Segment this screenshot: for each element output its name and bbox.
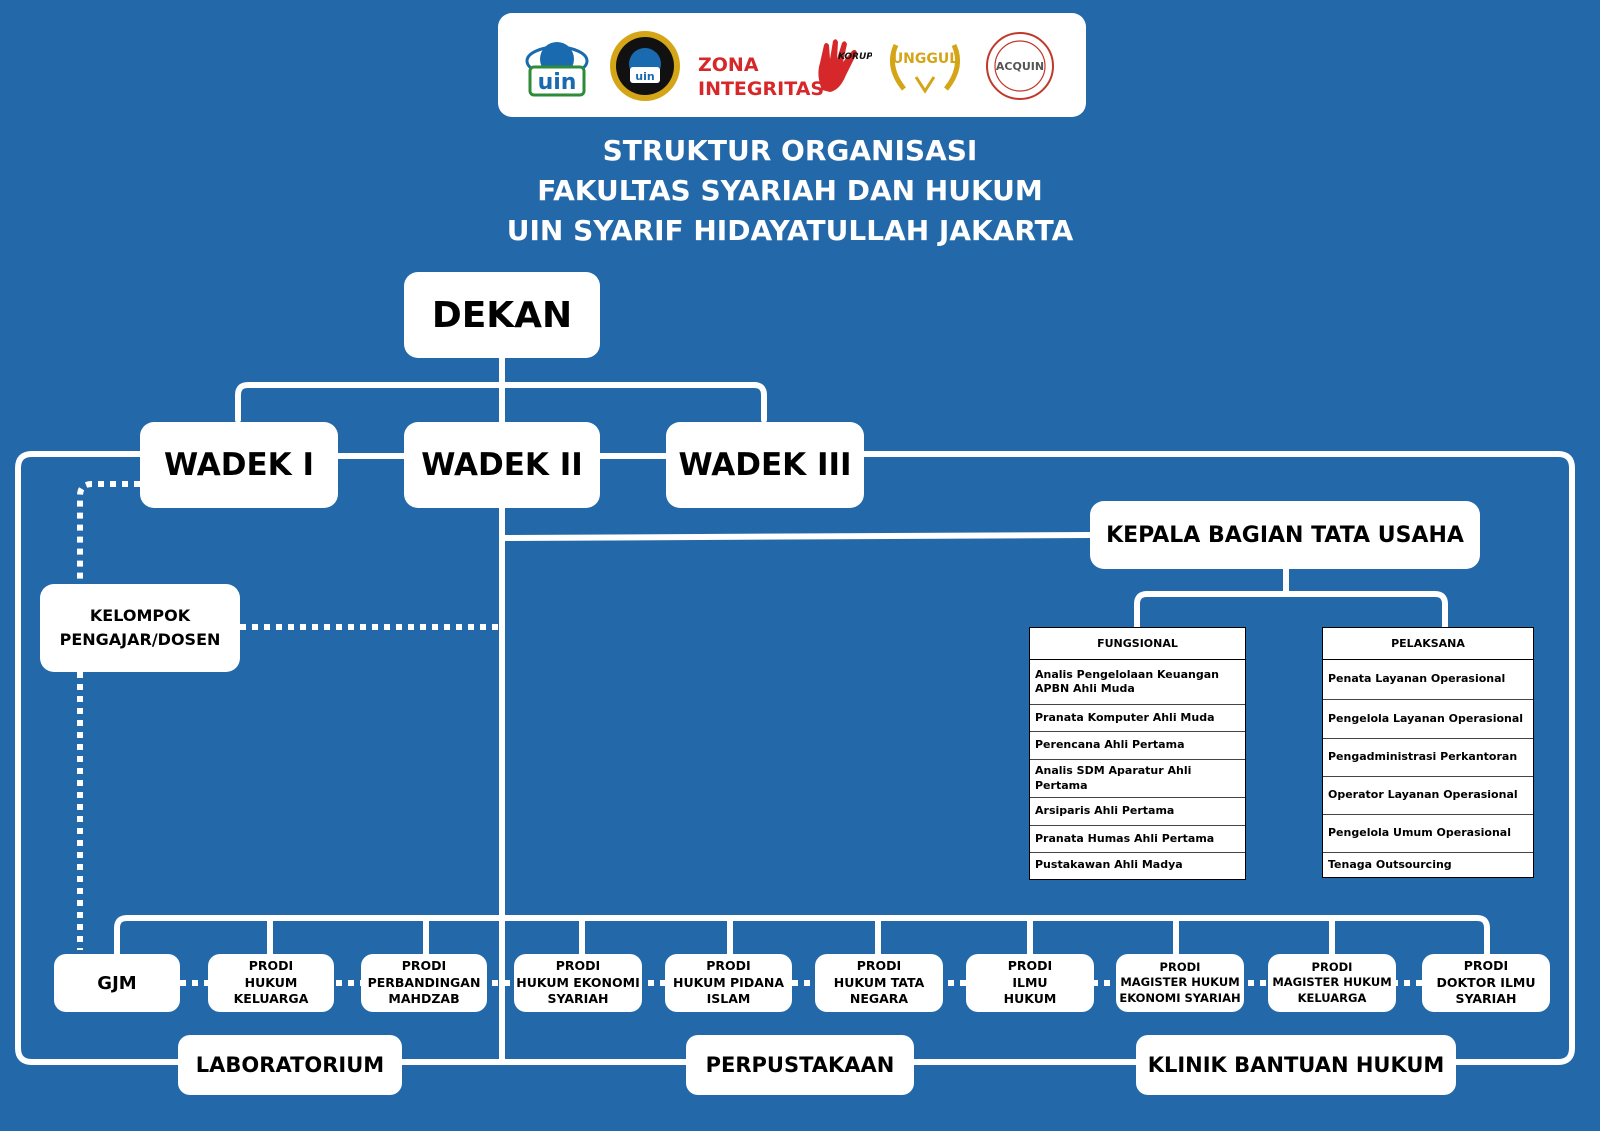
- title-line-1: STRUKTUR ORGANISASI: [602, 134, 978, 167]
- node-laboratorium: LABORATORIUM: [178, 1035, 402, 1095]
- anti-korupsi-hand-icon: KORUPSI: [818, 39, 872, 92]
- seal-text: uin: [635, 70, 654, 83]
- fungsional-item: Perencana Ahli Pertama: [1030, 732, 1245, 760]
- uin-logo-icon: uin: [525, 42, 589, 97]
- node-prodi-magister-hukum-ekonomi-syariah: PRODI MAGISTER HUKUM EKONOMI SYARIAH: [1116, 954, 1244, 1012]
- fungsional-item: Analis Pengelolaan Keuangan APBN Ahli Mu…: [1030, 660, 1245, 705]
- table-pelaksana-header: PELAKSANA: [1323, 628, 1533, 660]
- zona-integritas-logo: ZONA INTEGRITAS: [698, 53, 824, 101]
- table-fungsional: FUNGSIONAL Analis Pengelolaan Keuangan A…: [1029, 627, 1246, 880]
- line-outer-frame: [15, 451, 181, 1065]
- faculty-seal-icon: uin: [610, 31, 680, 101]
- zona-text: ZONA: [698, 54, 759, 76]
- table-pelaksana: PELAKSANA Penata Layanan Operasional Pen…: [1322, 627, 1534, 878]
- pelaksana-item: Penata Layanan Operasional: [1323, 660, 1533, 700]
- acquin-text: ACQUIN: [996, 60, 1044, 73]
- node-perpustakaan: PERPUSTAKAAN: [686, 1035, 914, 1095]
- integritas-text: INTEGRITAS: [698, 78, 825, 100]
- node-prodi-hukum-keluarga: PRODI HUKUM KELUARGA: [208, 954, 334, 1012]
- node-klinik-bantuan-hukum: KLINIK BANTUAN HUKUM: [1136, 1035, 1456, 1095]
- node-prodi-perbandingan-mahdzab: PRODI PERBANDINGAN MAHDZAB: [361, 954, 487, 1012]
- node-prodi-magister-hukum-keluarga: PRODI MAGISTER HUKUM KELUARGA: [1268, 954, 1396, 1012]
- unggul-laurel-icon: UNGGUL: [889, 43, 961, 94]
- korupsi-text: KORUPSI: [838, 52, 872, 62]
- pelaksana-item: Tenaga Outsourcing: [1328, 857, 1452, 871]
- unggul-text: UNGGUL: [892, 51, 958, 67]
- line-prodi-bus: [114, 915, 1490, 957]
- fungsional-item: Pranata Humas Ahli Pertama: [1030, 826, 1245, 853]
- node-wadek-3: WADEK III: [666, 422, 864, 508]
- acquin-seal-icon: ACQUIN: [986, 32, 1054, 100]
- node-prodi-hukum-tata-negara: PRODI HUKUM TATA NEGARA: [815, 954, 943, 1012]
- pelaksana-item: Operator Layanan Operasional: [1323, 777, 1533, 815]
- fungsional-item: Arsiparis Ahli Pertama: [1030, 798, 1245, 826]
- logo-bar: uin uin ZONA INTEGRITAS KORUPSI UNGGUL A…: [498, 13, 1086, 117]
- node-gjm: GJM: [54, 954, 180, 1012]
- node-kelompok-pengajar-dosen: KELOMPOK PENGAJAR/DOSEN: [40, 584, 240, 672]
- pelaksana-item: Pengadministrasi Perkantoran: [1323, 739, 1533, 777]
- line-kabag-branch: [1134, 591, 1448, 631]
- fungsional-item: Analis SDM Aparatur Ahli Pertama: [1030, 760, 1245, 798]
- line-outer-frame-right: [861, 451, 1575, 1065]
- node-prodi-doktor-ilmu-syariah: PRODI DOKTOR ILMU SYARIAH: [1422, 954, 1550, 1012]
- title-line-3: UIN SYARIF HIDAYATULLAH JAKARTA: [506, 214, 1074, 247]
- node-kepala-bagian-tata-usaha: KEPALA BAGIAN TATA USAHA: [1090, 501, 1480, 569]
- node-dekan: DEKAN: [404, 272, 600, 358]
- dotted-line-wadek1-kelompok: [77, 481, 140, 585]
- table-fungsional-header: FUNGSIONAL: [1030, 628, 1245, 660]
- node-prodi-hukum-pidana-islam: PRODI HUKUM PIDANA ISLAM: [665, 954, 792, 1012]
- uin-logo-text: uin: [538, 70, 577, 95]
- node-prodi-ilmu-hukum: PRODI ILMU HUKUM: [966, 954, 1094, 1012]
- pelaksana-item: Pengelola Umum Operasional: [1323, 815, 1533, 853]
- node-wadek-1: WADEK I: [140, 422, 338, 508]
- node-wadek-2: WADEK II: [404, 422, 600, 508]
- line-wadek-branch: [235, 382, 767, 423]
- line-to-kabag: [499, 532, 1093, 541]
- pelaksana-item: Pengelola Layanan Operasional: [1323, 700, 1533, 739]
- node-prodi-hukum-ekonomi-syariah: PRODI HUKUM EKONOMI SYARIAH: [514, 954, 642, 1012]
- title-line-2: FAKULTAS SYARIAH DAN HUKUM: [537, 174, 1043, 207]
- fungsional-item: Pranata Komputer Ahli Muda: [1030, 705, 1245, 732]
- fungsional-item: Pustakawan Ahli Madya: [1035, 858, 1183, 872]
